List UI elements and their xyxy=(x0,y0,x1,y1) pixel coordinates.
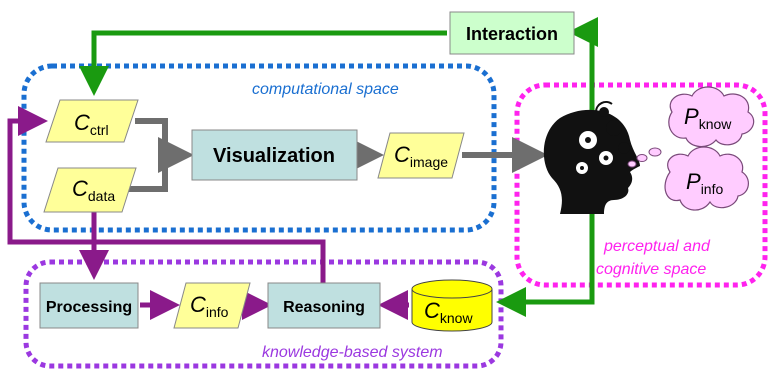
interaction-box xyxy=(449,11,575,55)
thought-bubbles xyxy=(627,147,662,168)
perceptual-space-label-line2: cognitive space xyxy=(596,261,706,278)
processing-box xyxy=(39,282,139,329)
c-image-shape xyxy=(377,132,465,179)
ctrl-to-visualization-line xyxy=(135,118,168,155)
c-info-text: Cinfo xyxy=(190,292,229,320)
reasoning-box xyxy=(267,282,381,329)
processing-label: Processing xyxy=(46,299,132,316)
visualization-label: Visualization xyxy=(213,145,335,167)
p-info-text: Pinfo xyxy=(686,169,723,197)
reasoning-to-ctrl-arrow xyxy=(7,106,326,283)
reasoning-label: Reasoning xyxy=(283,299,365,316)
c-data-shape xyxy=(43,167,137,213)
c-know-cylinder xyxy=(411,279,493,332)
data-to-visualization-line xyxy=(128,137,194,192)
visualization-box xyxy=(191,129,358,181)
perceptual-space-label-line1: perceptual and xyxy=(603,238,711,255)
computational-space-label: computational space xyxy=(252,81,399,98)
perceptual-space-region xyxy=(514,82,768,288)
p-know-text: Pknow xyxy=(684,104,732,132)
c-info-shape xyxy=(173,282,251,329)
gear-icon xyxy=(599,107,630,154)
c-ctrl-text: Cctrl xyxy=(74,110,109,138)
c-know-text: Cknow xyxy=(424,298,473,326)
interaction-to-ctrl-arrow xyxy=(79,30,447,96)
p-know-cloud xyxy=(668,86,755,148)
thinking-head-icon xyxy=(543,101,640,214)
c-ctrl-shape xyxy=(45,99,139,143)
p-info-cloud xyxy=(664,146,749,211)
head-to-know-arrow xyxy=(496,200,595,317)
c-image-text: Cimage xyxy=(394,142,448,170)
knowledge-system-label: knowledge-based system xyxy=(262,344,443,361)
computational-space-region xyxy=(21,63,497,233)
interaction-label: Interaction xyxy=(466,24,558,44)
c-data-text: Cdata xyxy=(72,176,115,204)
